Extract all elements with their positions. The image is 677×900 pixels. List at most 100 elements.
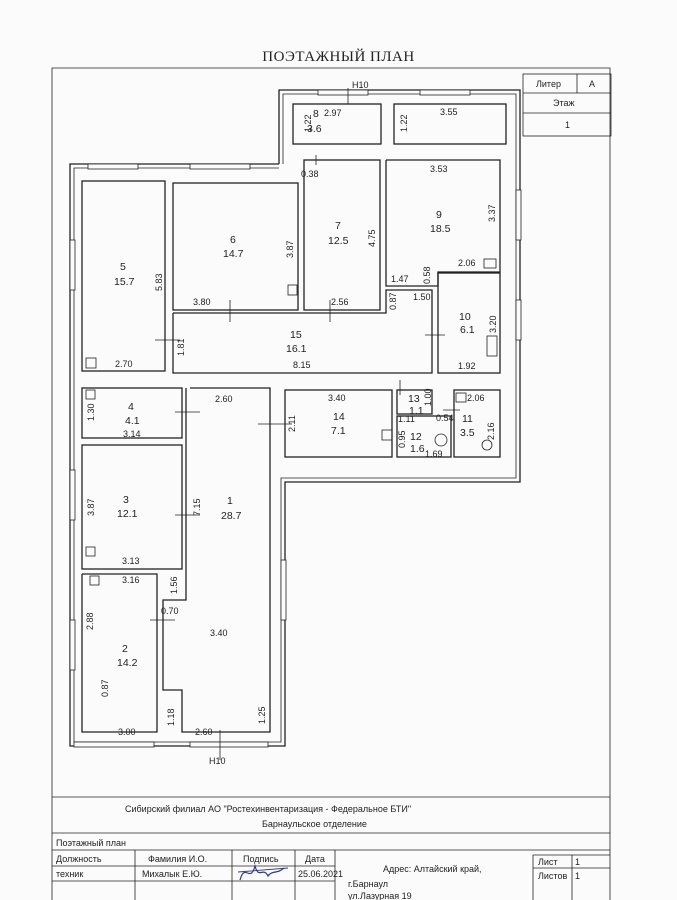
room-area: 15.7 (114, 276, 135, 288)
room-15 (172, 289, 433, 374)
signature (237, 863, 289, 881)
dimension-label: 0.95 (397, 430, 407, 448)
room-num: 6 (230, 234, 236, 246)
org-name: Сибирский филиал АО "Ростехинвентаризаци… (125, 804, 411, 814)
room-area: 6.1 (460, 324, 475, 336)
dimension-label: 2.70 (115, 359, 133, 369)
header-table: Литер А Этаж 1 (522, 73, 612, 137)
dimension-label: 3.80 (193, 297, 211, 307)
dimension-label: 1.22 (303, 114, 313, 132)
dimension-label: 1.50 (413, 292, 431, 302)
room-area: 12.1 (117, 508, 138, 520)
address-line3: ул.Лазурная 19 (348, 891, 412, 900)
dimension-label: 1.25 (257, 706, 267, 724)
dimension-label: 4.75 (367, 229, 377, 247)
col-name: Фамилия И.О. (148, 854, 207, 864)
dimension-label: 1.56 (169, 576, 179, 594)
dimension-label: 1.69 (425, 449, 443, 459)
room-area: 16.1 (286, 343, 307, 355)
page-frame (51, 67, 611, 900)
room-num: 11 (462, 413, 473, 425)
section-markers: Н10 Н10 (209, 80, 369, 766)
col-date: Дата (305, 854, 325, 864)
doc-title: Поэтажный план (56, 838, 126, 848)
dimension-label: 2.60 (215, 394, 233, 404)
room-num: 9 (436, 209, 442, 221)
room-11 (453, 389, 501, 458)
dimension-label: 3.40 (210, 628, 228, 638)
room-13 (396, 389, 433, 415)
dimension-label: 1.00 (423, 388, 433, 406)
room-area: 14.2 (117, 657, 138, 669)
dimension-label: 2.06 (467, 393, 485, 403)
dimension-label: 3.16 (122, 575, 140, 585)
dimension-label: 3.37 (487, 204, 497, 222)
room-num: 1 (227, 495, 233, 507)
marker-top: Н10 (352, 80, 369, 90)
dimension-label: 1.11 (398, 414, 415, 424)
room-area: 4.1 (125, 415, 140, 427)
room-2 (81, 573, 158, 733)
dimension-label: 3.55 (440, 107, 458, 117)
room-12 (396, 415, 452, 458)
liter-label: Литер (536, 79, 561, 89)
dimension-label: 3.40 (328, 393, 346, 403)
dimension-label: 3.14 (123, 429, 141, 439)
dimension-label: 0.70 (161, 606, 179, 616)
title-block: Сибирский филиал АО "Ростехинвентаризаци… (52, 796, 610, 900)
address-line1: Адрес: Алтайский край, (383, 864, 482, 874)
room-num: 13 (408, 393, 420, 405)
row-position: техник (56, 869, 83, 879)
page-title: ПОЭТАЖНЫЙ ПЛАН (262, 49, 415, 65)
room-area: 18.5 (430, 223, 451, 235)
sheet-label: Лист (538, 857, 558, 867)
room-num: 12 (410, 431, 422, 443)
sheets-label: Листов (538, 871, 567, 881)
dimension-label: 1.22 (399, 114, 409, 132)
room-7 (303, 159, 381, 311)
dimension-label: 5.83 (154, 273, 164, 291)
marker-bottom: Н10 (209, 756, 226, 766)
row-date: 25.06.2021 (298, 869, 343, 879)
room-num: 4 (128, 401, 134, 413)
door-marks (150, 155, 460, 621)
dimension-label: 1.47 (391, 274, 409, 284)
dimension-label: 1.18 (166, 708, 176, 726)
dimension-label: 7.15 (192, 498, 202, 516)
dimension-labels: 2.97 1.22 1.22 3.55 0.38 3.53 3.87 4.75 … (85, 107, 498, 737)
dimension-label: 3.87 (285, 240, 295, 258)
room-area: 14.7 (223, 248, 244, 260)
room-area: 28.7 (221, 510, 242, 522)
dimension-label: 1.81 (176, 338, 186, 356)
dimension-label: 3.00 (118, 727, 136, 737)
room-area: 3.5 (460, 427, 475, 439)
dimension-label: 0.58 (422, 266, 432, 284)
dimension-label: 1.92 (458, 361, 476, 371)
room-num: 7 (335, 220, 341, 232)
room-num: 3 (123, 494, 129, 506)
dimension-label: 1.30 (86, 403, 96, 421)
dimension-label: 2.88 (85, 612, 95, 630)
dimension-label: 0.54 (436, 413, 454, 423)
liter-value: А (589, 79, 595, 89)
org-branch: Барнаульское отделение (262, 819, 367, 829)
room-area: 1.6 (410, 443, 425, 455)
fixtures (85, 258, 498, 586)
floor-label: Этаж (553, 98, 575, 108)
address-line2: г.Барнаул (348, 879, 388, 889)
room-num: 10 (459, 311, 471, 323)
dimension-label: 2.06 (458, 258, 476, 268)
room-num: 15 (290, 329, 302, 341)
sheets-value: 1 (575, 871, 580, 881)
dimension-label: 2.16 (486, 422, 496, 440)
rooms (81, 103, 507, 733)
dimension-label: 2.56 (331, 297, 349, 307)
room-9 (385, 159, 501, 287)
dimension-label: 0.87 (100, 679, 110, 697)
floor-value: 1 (565, 120, 570, 130)
room-area: 7.1 (331, 425, 346, 437)
dimension-label: 3.53 (430, 164, 448, 174)
room-3 (81, 444, 183, 570)
windows (69, 89, 522, 748)
room-num: 8 (313, 108, 319, 120)
